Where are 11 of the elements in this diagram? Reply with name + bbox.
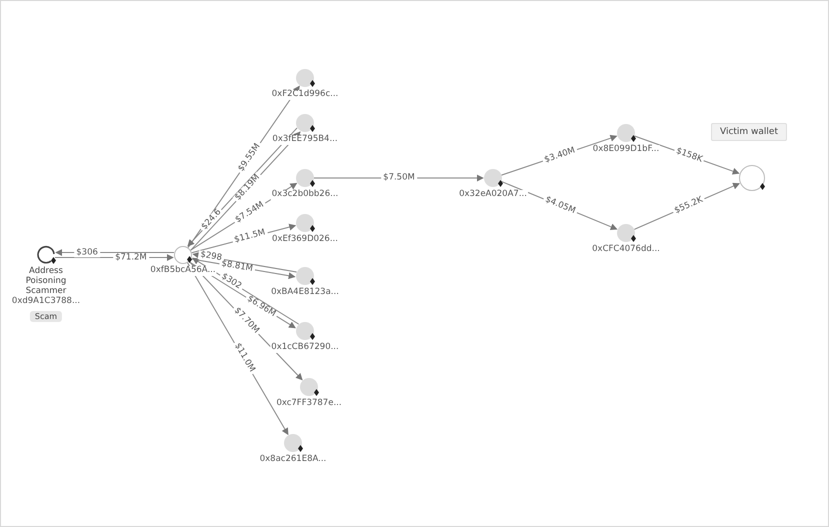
address-label: 0x3fEE795B4...	[271, 135, 339, 145]
address-label: 0xfB5bcA56A...	[149, 266, 217, 276]
edge-label: $306	[74, 248, 100, 258]
wallet-circle	[739, 165, 765, 191]
node-label: Address Poisoning Scammer	[24, 267, 68, 296]
tag-badge: Scam	[30, 311, 62, 322]
tag-box: Victim wallet	[711, 123, 787, 141]
address-label: 0x3c2b0bb26...	[270, 190, 340, 200]
edge-label: $7.50M	[381, 173, 417, 183]
address-label: 0x1cCB67290...	[270, 343, 340, 353]
address-label: 0xF2C1d996c...	[270, 90, 340, 100]
